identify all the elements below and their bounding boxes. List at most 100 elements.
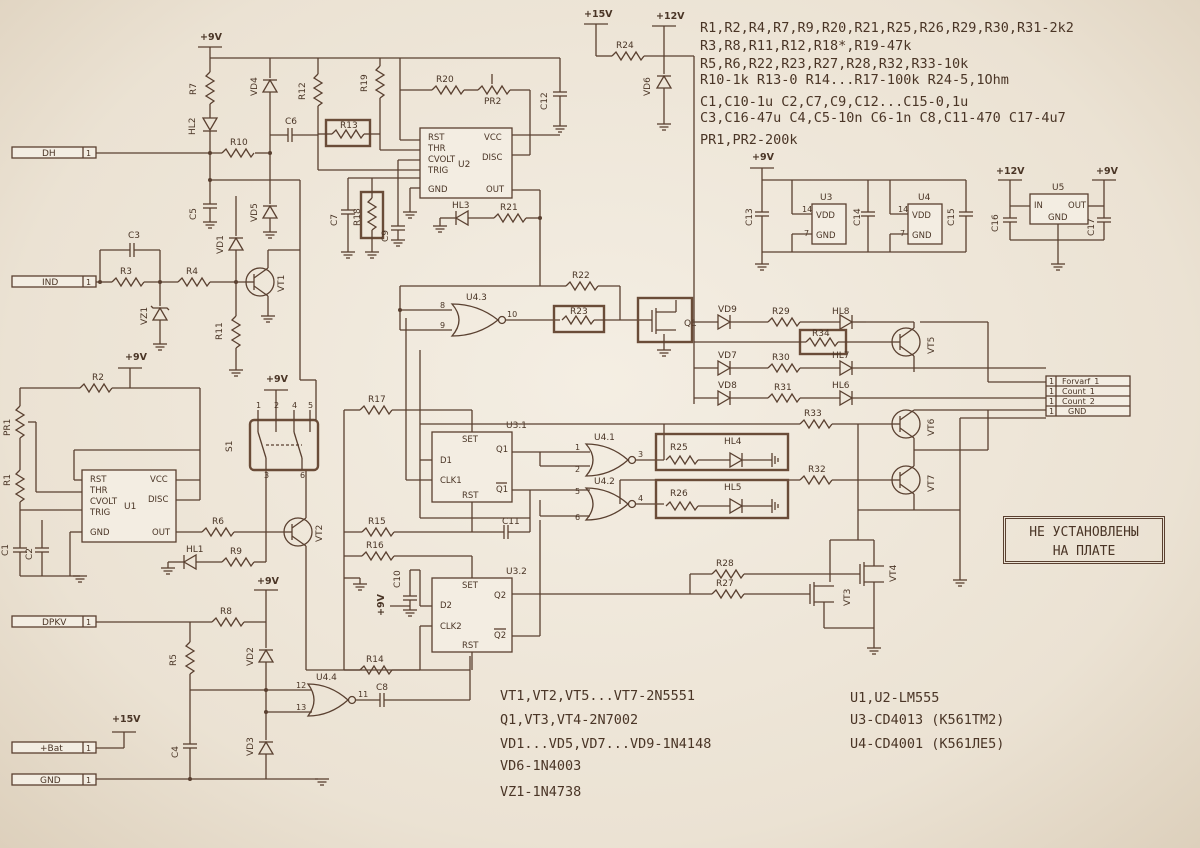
switch-s1: S1 1 2 4 5 3 6 [225,400,320,480]
s1-pin-6: 6 [300,471,305,480]
ic-u3-2: SET D2 CLK2 RST Q2 Q2 U3.2 [431,567,527,653]
transistor-vt7: VT7 [890,465,937,495]
u42-pin-5: 5 [575,487,580,496]
u43-pin-8: 8 [440,301,445,310]
out-pin-3: 1 [1049,397,1054,406]
label-r14: R14 [366,655,384,665]
connector-dpkv-pin: 1 [86,618,91,627]
u1-label: U1 [124,502,136,512]
label-hl8: HL8 [832,307,850,317]
label-hl2: HL2 [188,117,198,135]
out-pin-1: 1 [1049,377,1054,386]
u2-pin-disc: DISC [482,153,502,163]
label-vt3: VT3 [843,589,853,606]
u3-pwr-gnd: GND [816,231,836,241]
u2-pin-cvolt: CVOLT [428,155,456,165]
label-c3: C3 [128,231,140,241]
label-r9: R9 [230,547,242,557]
label-hl4: HL4 [724,437,742,447]
rail-9v-u1: +9V [125,352,148,363]
u43-pin-9: 9 [440,321,445,330]
rail-9v-u3: +9V [376,593,387,616]
connector-ind-label: IND [42,278,58,288]
connector-bat-pin: 1 [86,744,91,753]
connector-outputs: 1 1 1 1 Forvarf_1 Count_1 Count_2 GND [1045,375,1131,417]
label-c12: C12 [540,92,550,110]
note-ic-3: U4-CD4001 (K561ЛЕ5) [850,736,1004,752]
u1-pin-vcc: VCC [150,475,168,485]
rail-9v-s1: +9V [266,374,289,385]
note-ic-2: U3-CD4013 (K561TM2) [850,712,1004,728]
label-vd8: VD8 [718,381,737,391]
label-vd1: VD1 [216,235,226,254]
label-vd2: VD2 [246,647,256,666]
label-u4: U4 [918,193,931,203]
label-r33: R33 [804,409,822,419]
ic-u5: IN OUT GND U5 [1029,183,1089,225]
label-r26: R26 [670,489,688,499]
u31-pin-q1: Q1 [496,445,508,455]
label-r10: R10 [230,138,248,148]
note-line-6: C3,C16-47u C4,C5-10n C6-1n C8,C11-470 C1… [700,110,1066,126]
u4-pwr-vdd: VDD [912,211,931,221]
label-s1: S1 [225,441,235,452]
label-pr1: PR1 [3,419,13,436]
label-vd4: VD4 [250,77,260,96]
label-r11: R11 [215,322,225,340]
connector-bat-label: +Bat [40,744,63,754]
out-pin-4: 1 [1049,407,1054,416]
label-c15: C15 [947,208,957,226]
ic-u1: RST THR CVOLT TRIG GND VCC DISC OUT U1 [81,469,177,543]
gate-u4-4: U4.4 12 13 11 [296,673,368,717]
u41-pin-3: 3 [638,450,643,459]
label-vt1: VT1 [277,275,287,292]
label-vd9: VD9 [718,305,737,315]
transistor-vt6: VT6 [890,409,937,439]
label-r23: R23 [570,307,588,317]
connector-gnd-pin: 1 [86,776,91,785]
u32-pin-clk2: CLK2 [440,622,462,632]
ic-u4-power: VDD GND U4 14 7 [898,193,943,245]
notes-semiconductors: VT1,VT2,VT5...VT7-2N5551 Q1,VT3,VT4-2N70… [500,688,711,800]
u32-pin-d2: D2 [440,601,452,611]
label-c9: C9 [381,230,391,242]
label-vd6: VD6 [643,77,653,96]
u42-pin-4: 4 [638,494,643,503]
note-line-4: R10-1k R13-0 R14...R17-100k R24-5,1Ohm [700,72,1009,88]
label-u5: U5 [1052,183,1064,193]
note-semi-5: VZ1-1N4738 [500,784,581,800]
u1-pin-trig: TRIG [89,508,110,518]
label-r25: R25 [670,443,688,453]
label-c1: C1 [1,544,11,556]
label-c5: C5 [189,208,199,220]
note-semi-2: Q1,VT3,VT4-2N7002 [500,712,638,728]
u32-pin-nq2: Q2 [494,631,506,641]
label-vt2: VT2 [315,525,325,542]
label-c14: C14 [853,208,863,226]
label-hl5: HL5 [724,483,742,493]
label-r34: R34 [812,329,830,339]
ic-u3-1: SET D1 CLK1 RST Q1 Q1 U3.1 [431,421,527,503]
notes-ics: U1,U2-LM555 U3-CD4013 (K561TM2) U4-CD400… [850,690,1004,752]
label-vt4: VT4 [889,564,899,582]
label-r24: R24 [616,41,634,51]
u44-pin-13: 13 [296,703,306,712]
label-hl6: HL6 [832,381,850,391]
label-r31: R31 [774,383,792,393]
ic-u3-power: VDD GND U3 14 7 [802,193,847,245]
label-hl1: HL1 [186,545,204,555]
note-line-5: C1,C10-1u C2,C7,C9,C12...C15-0,1u [700,94,968,110]
label-c2: C2 [25,548,35,560]
label-c11: C11 [502,517,520,527]
label-r13: R13 [340,121,358,131]
label-vd7: VD7 [718,351,737,361]
label-c10: C10 [393,570,403,588]
note-line-3: R5,R6,R22,R23,R27,R28,R32,R33-10k [700,56,968,72]
s1-pin-1: 1 [256,401,261,410]
u41-pin-2: 2 [575,465,580,474]
u31-pin-set: SET [462,435,479,445]
rail-12v: +12V [656,11,685,22]
note-line-1: R1,R2,R4,R7,R9,R20,R21,R25,R26,R29,R30,R… [700,20,1074,36]
rail-15v-bat: +15V [112,714,141,725]
